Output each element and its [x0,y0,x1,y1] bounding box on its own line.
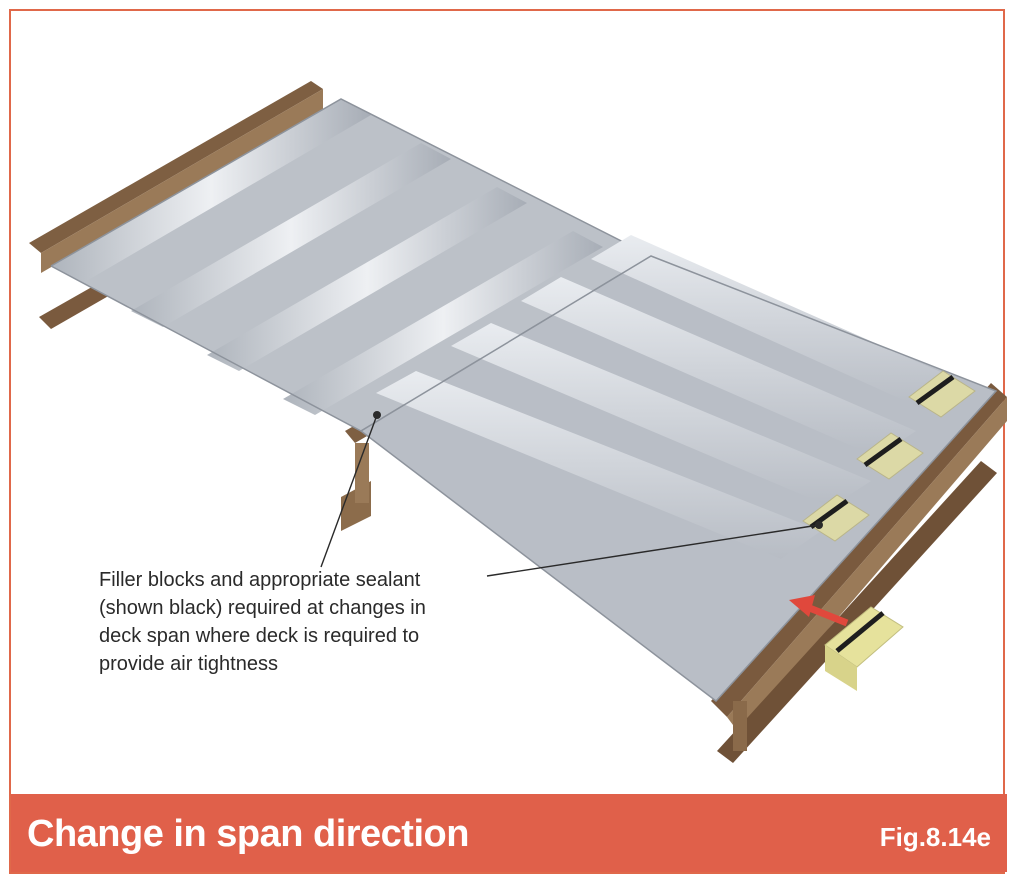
figure-title: Change in span direction [27,813,469,855]
filler-block [908,370,976,418]
figure-number: Fig.8.14e [879,822,991,852]
deck-span-b [360,235,998,703]
right-steel-beam [711,383,1007,763]
deck-span-a [50,98,653,432]
filler-block-detached [824,606,904,691]
figure-caption-bar: Change in span direction Fig.8.14e [11,794,1007,872]
figure-frame: Filler blocks and appropriate sealant (s… [9,9,1007,874]
filler-block-callout: Filler blocks and appropriate sealant (s… [99,569,426,675]
deck-illustration [29,81,1007,763]
filler-block [856,432,924,480]
insert-arrow-icon [789,595,849,627]
callout-leaders [320,411,823,577]
